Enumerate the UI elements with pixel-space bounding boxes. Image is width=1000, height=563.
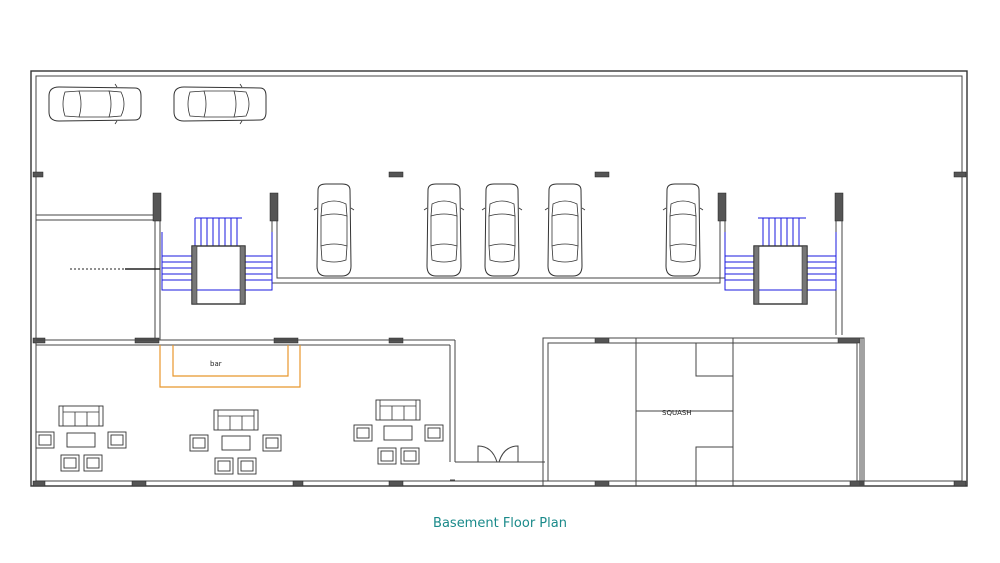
armchair-icon — [262, 434, 282, 452]
table-icon — [383, 425, 413, 441]
car-icon — [48, 83, 142, 125]
sofa-icon — [58, 405, 104, 427]
staircase-icon — [724, 217, 837, 305]
car-icon — [173, 83, 267, 125]
squash-court: SQUASH — [542, 337, 865, 487]
armchair-icon — [214, 457, 234, 475]
bar-counter: bar — [159, 345, 301, 388]
armchair-icon — [83, 454, 103, 472]
armchair-icon — [353, 424, 373, 442]
seating-group — [189, 409, 282, 475]
table-icon — [221, 435, 251, 451]
table-icon — [66, 432, 96, 448]
seating-group — [35, 405, 127, 472]
car-icon — [423, 183, 465, 277]
plan-caption: Basement Floor Plan — [433, 516, 567, 531]
armchair-icon — [237, 457, 257, 475]
armchair-icon — [107, 431, 127, 449]
car-icon — [313, 183, 355, 277]
lounge-walls — [36, 339, 545, 481]
armchair-icon — [189, 434, 209, 452]
car-icon — [544, 183, 586, 277]
armchair-icon — [424, 424, 444, 442]
armchair-icon — [35, 431, 55, 449]
door-icon — [477, 445, 519, 463]
armchair-icon — [377, 447, 397, 465]
armchair-icon — [60, 454, 80, 472]
staircase-icon — [70, 217, 273, 305]
bar-label: bar — [210, 360, 222, 368]
outer-boundary — [30, 70, 968, 487]
car-icon — [481, 183, 523, 277]
squash-label: SQUASH — [662, 409, 692, 417]
sofa-icon — [213, 409, 259, 431]
seating-group — [353, 399, 444, 465]
armchair-icon — [400, 447, 420, 465]
sofa-icon — [375, 399, 421, 421]
car-icon — [662, 183, 704, 277]
